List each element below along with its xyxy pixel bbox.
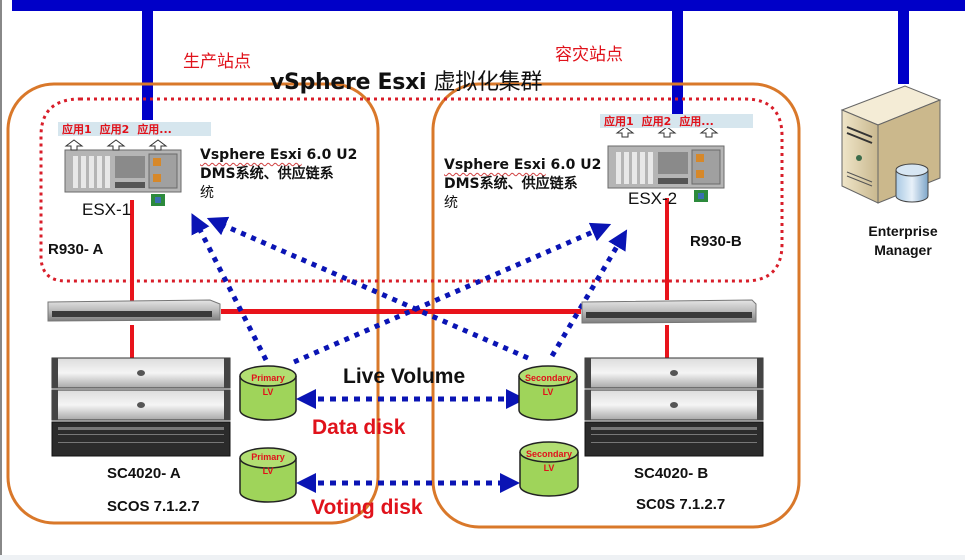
arrow-primary-to-esx1	[191, 213, 269, 362]
arrow-primary-to-esx2	[293, 222, 612, 365]
cluster-title-latin: vSphere Esxi	[270, 70, 427, 95]
up-arrow-icon	[615, 126, 635, 138]
primary-lv-voting-line1: Primary	[251, 452, 285, 462]
bus-drop-manager	[898, 8, 909, 84]
primary-lv-data-label: Primary LV	[240, 373, 296, 397]
sc4020a-array-icon	[51, 357, 231, 457]
enterprise-manager-line2: Manager	[874, 242, 932, 258]
esx2-app-1: 应用1	[604, 115, 634, 128]
esx1-app-bar: 应用1 应用2 应用...	[58, 122, 211, 136]
esx1-model: R930- A	[48, 241, 104, 258]
up-arrow-icon	[148, 139, 168, 151]
switch-b-icon	[581, 299, 757, 324]
esx2-name: ESX-2	[628, 189, 678, 208]
bus-drop-esx2	[672, 8, 683, 114]
sc4020b-os: SC0S 7.1.2.7	[636, 496, 726, 513]
sc4020a-name: SC4020- A	[107, 465, 181, 482]
primary-lv-voting-line2: LV	[262, 466, 274, 476]
network-bus	[12, 0, 965, 120]
up-arrow-icon	[657, 126, 677, 138]
enterprise-manager-line1: Enterprise	[868, 223, 938, 239]
up-arrow-icon	[106, 139, 126, 151]
fc-links	[130, 198, 669, 360]
secondary-lv-voting-cylinder	[519, 441, 579, 497]
esx2-info-apps: DMS系统、供应链系	[444, 176, 578, 192]
sc4020a-os: SCOS 7.1.2.7	[107, 498, 200, 515]
esx1-info-version: 6.0 U2	[301, 147, 358, 163]
primary-lv-data-line1: Primary	[251, 373, 285, 383]
site-label-primary: 生产站点	[183, 52, 251, 72]
secondary-lv-data-cylinder	[518, 365, 578, 421]
esx1-server-icon	[64, 149, 182, 206]
secondary-lv-data-line1: Secondary	[524, 373, 572, 383]
bus-drop-esx1	[142, 8, 153, 120]
site-label-dr: 容灾站点	[555, 45, 623, 65]
primary-lv-voting-cylinder	[239, 447, 297, 503]
esx2-info: Vsphere Esxi 6.0 U2 DMS系统、供应链系 统	[444, 156, 601, 213]
sc4020b-name: SC4020- B	[634, 465, 709, 482]
site-border-primary	[6, 82, 380, 525]
switch-a-icon	[47, 299, 221, 322]
data-disk-label: Data disk	[312, 416, 406, 439]
link-esx1-switch	[130, 200, 134, 303]
path-arrows	[191, 213, 628, 365]
site-border-dr	[431, 82, 801, 529]
esx2-server-icon	[607, 145, 725, 202]
arrow-secondary-to-esx2	[549, 229, 628, 358]
up-arrow-icon	[64, 139, 84, 151]
live-volume-label: Live Volume	[343, 365, 466, 388]
arrow-secondary-to-esx1	[206, 216, 529, 361]
app-arrows	[64, 126, 719, 151]
cluster-title-cjk: 虚拟化集群	[433, 70, 543, 95]
enterprise-manager-server-icon	[840, 85, 942, 204]
secondary-lv-voting-line2: LV	[543, 463, 555, 473]
secondary-lv-voting-line1: Secondary	[525, 449, 573, 459]
esx2-app-2: 应用2	[641, 115, 672, 128]
esx1-name: ESX-1	[82, 200, 132, 219]
bus-top	[12, 0, 965, 11]
link-inter-switch	[221, 309, 581, 314]
esx1-info: Vsphere Esxi 6.0 U2 DMS系统、供应链系 统	[200, 146, 357, 203]
sc4020b-array-icon	[584, 357, 764, 457]
esx1-info-apps-cont: 统	[200, 185, 214, 201]
esx2-info-version: 6.0 U2	[545, 157, 602, 173]
esx2-app-bar: 应用1 应用2 应用...	[600, 114, 753, 128]
secondary-lv-data-label: Secondary LV	[517, 373, 579, 397]
esx1-app-2: 应用2	[99, 123, 130, 136]
secondary-lv-data-line2: LV	[542, 387, 554, 397]
link-switch-sc4020b	[665, 325, 669, 360]
link-esx2-switch	[665, 198, 669, 300]
esx2-info-product: Vsphere Esxi	[444, 157, 546, 173]
esx1-app-1: 应用1	[62, 123, 92, 136]
esx2-app-3: 应用...	[679, 115, 714, 128]
esx2-model: R930-B	[690, 233, 742, 250]
esx1-info-product: Vsphere Esxi	[200, 147, 302, 163]
enterprise-manager-label: Enterprise Manager	[848, 222, 958, 260]
secondary-lv-voting-label: Secondary LV	[518, 449, 580, 473]
primary-lv-data-cylinder	[239, 365, 297, 421]
link-switch-sc4020a	[130, 325, 134, 360]
esx2-info-apps-cont: 统	[444, 195, 458, 211]
voting-disk-label: Voting disk	[311, 496, 423, 519]
esx1-app-3: 应用...	[137, 123, 172, 136]
esx1-info-apps: DMS系统、供应链系	[200, 166, 334, 182]
replication-arrows	[296, 389, 526, 493]
bottom-strip	[0, 555, 965, 560]
primary-lv-data-line2: LV	[262, 387, 274, 397]
cluster-title: vSphere Esxi 虚拟化集群	[270, 64, 542, 96]
up-arrow-icon	[699, 126, 719, 138]
cluster-border	[39, 97, 784, 283]
primary-lv-voting-label: Primary LV	[240, 452, 296, 476]
